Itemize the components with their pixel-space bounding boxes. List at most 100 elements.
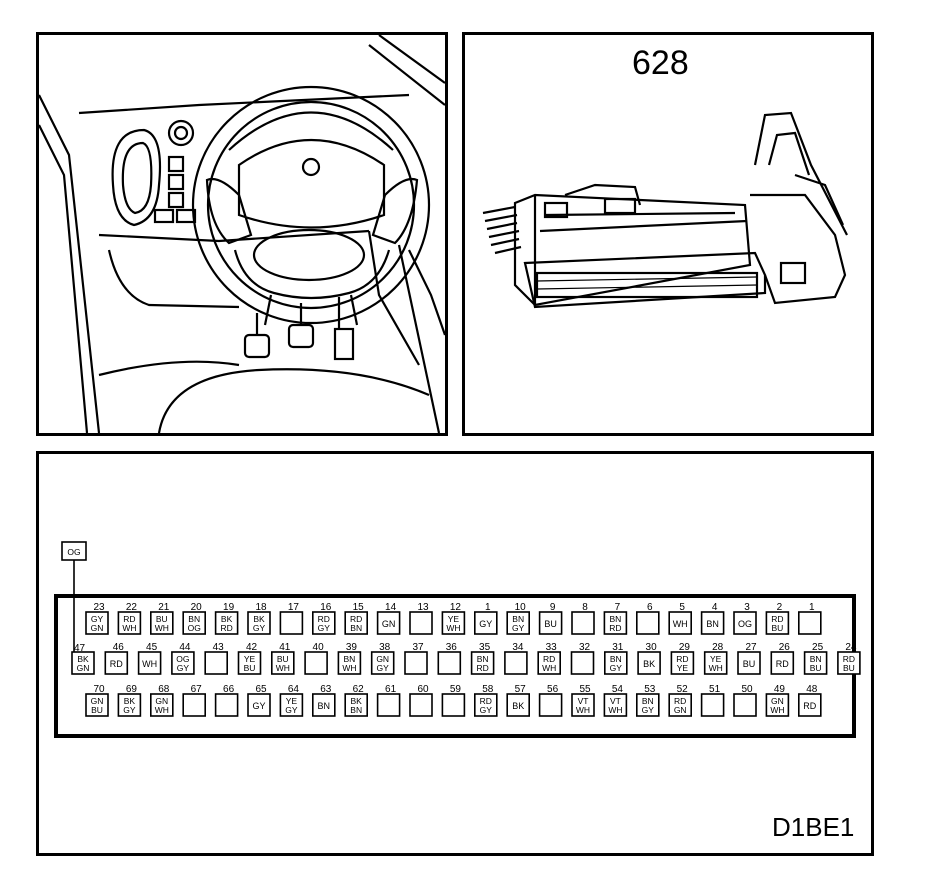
pin-number: 33 xyxy=(546,642,558,653)
connector-pin: 9BU xyxy=(538,602,563,635)
pin-number: 55 xyxy=(579,684,591,695)
pin-number: 64 xyxy=(288,684,300,695)
wire-color: WH xyxy=(342,663,356,673)
connector-pin: 67 xyxy=(182,684,206,717)
pin-box xyxy=(603,651,628,675)
wire-color: GN xyxy=(155,696,168,706)
connector-pin: 34 xyxy=(504,642,528,675)
wire-color: BU xyxy=(810,663,822,673)
diagram-code: D1BE1 xyxy=(772,812,855,842)
wire-color: WH xyxy=(276,663,290,673)
pin-box xyxy=(733,611,757,635)
pin-number: 32 xyxy=(579,642,591,653)
wire-color: RD xyxy=(843,654,855,664)
pin-number: 22 xyxy=(126,602,138,613)
connector-pin: 66 xyxy=(214,684,239,717)
pin-box xyxy=(537,651,562,675)
pin-number: 13 xyxy=(417,602,429,613)
pin-number: 10 xyxy=(515,602,527,613)
wire-color: BU xyxy=(277,654,289,664)
wire-color: WH xyxy=(608,705,622,715)
pin-box xyxy=(104,651,129,675)
pin-number: 8 xyxy=(582,602,588,613)
wire-color: BN xyxy=(318,701,331,711)
pin-number: 50 xyxy=(741,684,753,695)
wire-color: GY xyxy=(480,705,493,715)
pin-number: 30 xyxy=(646,642,658,653)
connector-pin: 56 xyxy=(538,684,563,717)
pin-box xyxy=(635,693,660,717)
wire-color: GN xyxy=(91,623,104,633)
pin-number: 5 xyxy=(679,602,685,613)
pin-number: 49 xyxy=(774,684,786,695)
wire-color: RD xyxy=(676,654,688,664)
pin-number: 63 xyxy=(320,684,332,695)
wire-color: RD xyxy=(674,696,686,706)
pin-box xyxy=(733,693,757,717)
wire-color: GN xyxy=(91,696,104,706)
pin-number: 67 xyxy=(191,684,203,695)
wire-color: GY xyxy=(610,663,623,673)
dashboard-illustration-panel xyxy=(36,32,448,436)
pin-box xyxy=(637,651,661,675)
pin-number: 48 xyxy=(806,684,818,695)
wire-color: RD xyxy=(609,623,621,633)
wire-color: WH xyxy=(673,619,688,629)
pin-box xyxy=(441,611,466,635)
wire-color: OG xyxy=(176,654,189,664)
connector-pin: 13 xyxy=(409,602,433,635)
pin-number: 46 xyxy=(113,642,125,653)
connector-pin: 6 xyxy=(635,602,660,635)
wire-color: GY xyxy=(642,705,655,715)
wire-color: GN xyxy=(674,705,687,715)
wire-color: BU xyxy=(743,659,756,669)
ground-pin-label: 47 xyxy=(74,643,86,654)
pin-number: 27 xyxy=(745,642,757,653)
pin-box xyxy=(506,611,531,635)
connector-pin: 43 xyxy=(204,642,228,675)
pin-number: 2 xyxy=(777,602,783,613)
pin-box xyxy=(214,693,239,717)
wire-color: GY xyxy=(177,663,190,673)
wire-color: BK xyxy=(77,654,89,664)
wire-color: BN xyxy=(350,623,362,633)
pin-number: 24 xyxy=(845,642,857,653)
pin-number: 52 xyxy=(677,684,689,695)
pin-number: 25 xyxy=(812,642,824,653)
wire-color: RD xyxy=(318,614,330,624)
pin-number: 59 xyxy=(450,684,462,695)
pin-number: 4 xyxy=(712,602,718,613)
wire-color: BN xyxy=(642,696,654,706)
pin-number: 44 xyxy=(179,642,191,653)
wire-color: GN xyxy=(376,654,389,664)
pin-box xyxy=(670,651,695,675)
connector-pin: 40 xyxy=(304,642,328,675)
ground-pin-color: OG xyxy=(67,547,80,557)
pin-box xyxy=(765,693,790,717)
pin-box xyxy=(437,651,462,675)
wire-color: WH xyxy=(155,623,169,633)
pin-box xyxy=(571,611,595,635)
pin-number: 7 xyxy=(615,602,621,613)
pin-number: 45 xyxy=(146,642,158,653)
pin-number: 23 xyxy=(93,602,105,613)
pin-box xyxy=(837,651,861,675)
pin-box xyxy=(214,611,239,635)
wire-color: BK xyxy=(512,701,524,711)
pin-box xyxy=(247,611,271,635)
pin-number: 41 xyxy=(279,642,291,653)
